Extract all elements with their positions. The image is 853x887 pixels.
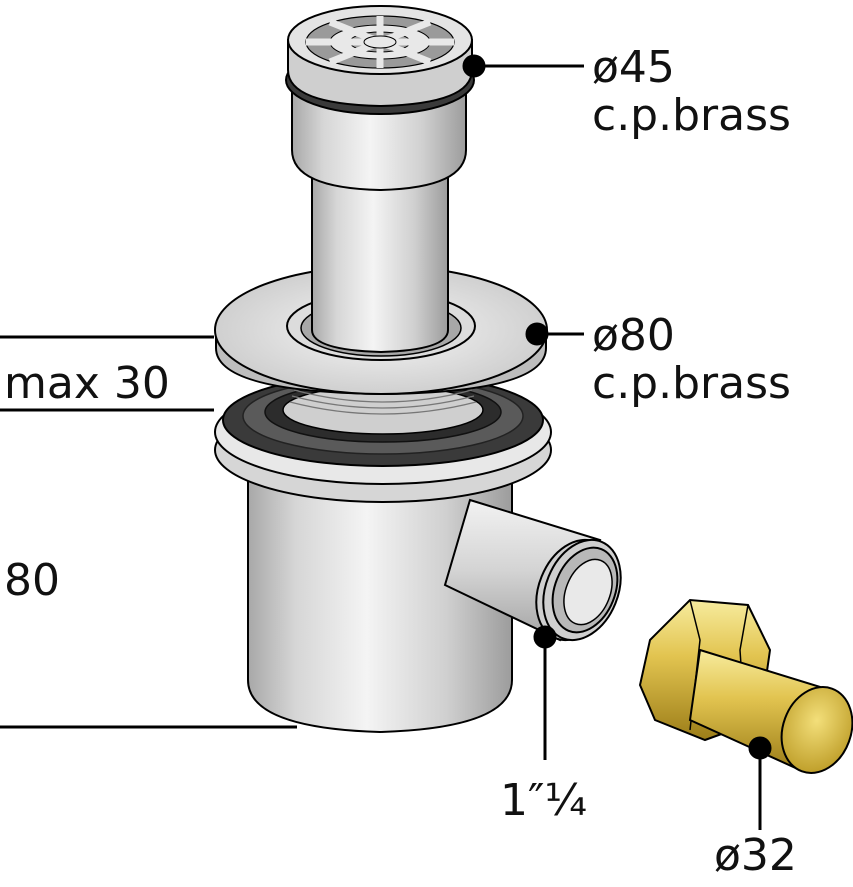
grate (285, 5, 475, 115)
leaders (462, 54, 772, 830)
flange-size-label: ø80 (592, 310, 675, 361)
leader-dot-tail (748, 736, 772, 760)
outlet-thread-label: 1″¼ (500, 775, 587, 826)
riser-pipe (311, 169, 449, 354)
trap-body (247, 469, 513, 734)
max-dimension-label: max 30 (4, 358, 170, 409)
leader-dot-grate (462, 54, 486, 78)
flange-material-label: c.p.brass (592, 358, 791, 409)
leader-dot-flange (525, 322, 549, 346)
grate-material-label: c.p.brass (592, 90, 791, 141)
leader-dot-outlet (533, 625, 557, 649)
brass-tail (638, 598, 853, 774)
grate-size-label: ø45 (592, 42, 675, 93)
tail-size-label: ø32 (714, 830, 797, 881)
lower-collar (214, 373, 552, 503)
dimension-lines (0, 335, 297, 729)
height-dimension-label: 80 (4, 555, 60, 606)
side-outlet (443, 498, 622, 642)
